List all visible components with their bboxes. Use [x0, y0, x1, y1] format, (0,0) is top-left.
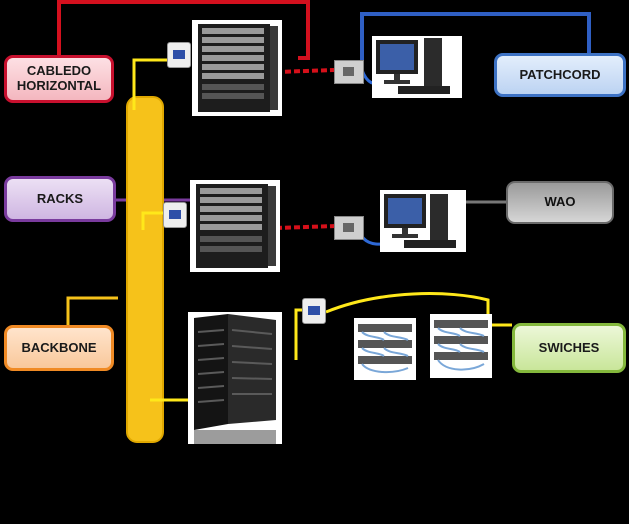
- backbone-label: BACKBONE: [4, 325, 114, 371]
- wall-outlet-icon: [334, 216, 364, 240]
- wall-outlet-icon: [334, 60, 364, 84]
- backbone-trunk: [126, 96, 164, 443]
- patchcord-cable-line: [360, 12, 591, 70]
- server-rack-icon: [190, 180, 280, 272]
- wall-outlet-icon: [167, 42, 191, 68]
- patchcord-label: PATCHCORD: [494, 53, 626, 97]
- server-rack-icon: [192, 20, 282, 116]
- backbone-cable-line: [66, 296, 118, 325]
- cableado-horizontal-label: CABLEDO HORIZONTAL: [4, 55, 114, 103]
- wall-outlet-icon: [302, 298, 326, 324]
- desktop-computer-icon: [380, 190, 466, 252]
- wall-outlet-icon: [163, 202, 187, 228]
- patch-panel-icon: [354, 318, 416, 380]
- server-cluster-icon: [188, 312, 282, 444]
- desktop-computer-icon: [372, 36, 462, 98]
- racks-label: RACKS: [4, 176, 116, 222]
- wao-label: WAO: [506, 181, 614, 224]
- horizontal-cable-line: [57, 0, 310, 60]
- switches-label: SWICHES: [512, 323, 626, 373]
- network-switch-icon: [430, 314, 492, 378]
